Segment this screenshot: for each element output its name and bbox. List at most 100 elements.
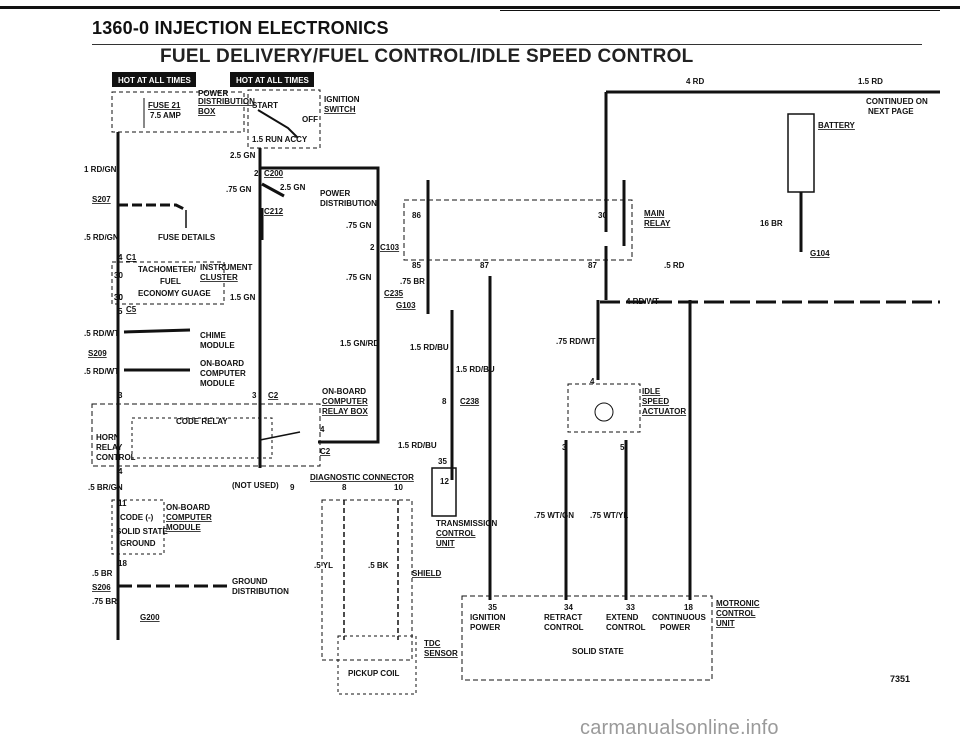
pin-4d: 4 [118,467,123,476]
label-control: CONTROL [96,453,136,462]
label-tdc-1: TDC [424,639,441,648]
label-pin34: 34 [564,603,573,612]
pin-8b: 8 [442,397,447,406]
header-rule-thin [500,10,940,11]
label-s206: S206 [92,583,111,592]
label-g104: G104 [810,249,830,258]
label-instrument: INSTRUMENT [200,263,253,272]
pin-3: 3 [118,391,123,400]
label-idle: IDLE [642,387,661,396]
label-c235: C235 [384,289,404,298]
label-diag: DIAGNOSTIC CONNECTOR [310,473,414,482]
label-speed: SPEED [642,397,669,406]
label-solid: SOLID STATE [116,527,168,536]
label-obc-mod-2: COMPUTER [166,513,212,522]
watermark-text: carmanualsonline.info [580,717,779,739]
label-c2: C2 [268,391,279,400]
label-ret-2: CONTROL [544,623,584,632]
pin-4: 4 [118,253,123,262]
label-pickup: PICKUP COIL [348,669,400,678]
label-power: POWER [198,89,228,98]
label-br16: 16 BR [760,219,783,228]
label-module: MODULE [200,341,235,350]
label-c200: C200 [264,169,284,178]
label-rdwt75: .75 RD/WT [556,337,596,346]
pin-2b: 2 [370,243,375,252]
label-rdwt-2: .5 RD/WT [84,367,119,376]
label-battery: BATTERY [818,121,856,130]
pin-5: 5 [118,307,123,316]
pin-35: 35 [438,457,447,466]
label-s207: S207 [92,195,111,204]
label-15rdbu: 1.5 RD/BU [410,343,449,352]
label-pin35: 35 [488,603,497,612]
label-actuator: ACTUATOR [642,407,686,416]
label-trans-2: CONTROL [436,529,476,538]
label-bk5: .5 BK [368,561,389,570]
header-rule [0,6,960,9]
label-main: MAIN [644,209,665,218]
pin-30d: 30 [114,293,123,302]
label-tdc-2: SENSOR [424,649,458,658]
label-c1: C1 [126,253,137,262]
label-ret-1: RETRACT [544,613,582,622]
label-wtgn: .75 WT/GN [534,511,574,520]
label-motronic-1: MOTRONIC [716,599,760,608]
pin-10: 10 [394,483,403,492]
label-yl5: .5 YL [314,561,333,570]
label-cont-2: NEXT PAGE [868,107,914,116]
label-horn: HORN [96,433,120,442]
label-trans-3: UNIT [436,539,455,548]
label-trans-1: TRANSMISSION [436,519,498,528]
pin-30: 30 [114,271,123,280]
label-econ: ECONOMY GUAGE [138,289,211,298]
pin-3c: 3 [562,443,567,452]
pin-18: 18 [118,559,127,568]
label-motronic-3: UNIT [716,619,735,628]
badge-hot-left: HOT AT ALL TIMES [118,76,192,85]
label-15rd: 1.5 RD [858,77,883,86]
label-con-2: POWER [660,623,690,632]
pin-12: 12 [440,477,449,486]
label-relay: RELAY [96,443,123,452]
label-25gn-2: 2.5 GN [280,183,306,192]
label-rdwt: .5 RD/WT [84,329,119,338]
badge-hot-right: HOT AT ALL TIMES [236,76,310,85]
label-c103: C103 [380,243,400,252]
label-fuse: FUSE 21 [148,101,181,110]
label-obc-relay-3: RELAY BOX [322,407,368,416]
label-ign-pow-2: POWER [470,623,500,632]
diagram-title: FUEL DELIVERY/FUEL CONTROL/IDLE SPEED CO… [160,46,694,67]
section-title: 1360-0 INJECTION ELECTRONICS [92,18,389,38]
page-number: 7351 [889,674,910,684]
pin-30c: 30 [114,293,123,302]
label-relay: RELAY [644,219,671,228]
label-25gn: 2.5 GN [230,151,256,160]
pin-85: 85 [412,261,421,270]
label-code-relay: CODE RELAY [176,417,228,426]
label-obc-mod-3: MODULE [166,523,201,532]
label-brgn: .5 BR/GN [88,483,123,492]
label-off: OFF [302,115,318,124]
label-module-2: MODULE [200,379,235,388]
pin-2: 2 [254,169,259,178]
pin-5b: 5 [620,443,625,452]
label-c5: C5 [126,305,137,314]
label-distribution: DISTRIBUTION [320,199,377,208]
label-obc-relay-1: ON-BOARD [322,387,366,396]
label-75gn: .75 GN [226,185,252,194]
label-pin33: 33 [626,603,635,612]
label-rdgn: 1 RD/GN [84,165,117,174]
label-c2b: C2 [320,447,331,456]
label-ext-2: CONTROL [606,623,646,632]
label-run: 1.5 RUN ACCY [252,135,308,144]
label-cont-1: CONTINUED ON [866,97,928,106]
pin-4c: 4 [590,377,595,386]
pin-11: 11 [118,499,127,508]
pin-87b: 87 [588,261,597,270]
label-15rdbu-3: 1.5 RD/BU [398,441,437,450]
label-15rdbu-2: 1.5 RD/BU [456,365,495,374]
label-br5: .5 BR [92,569,113,578]
label-4rd: 4 RD [686,77,704,86]
pin-8: 8 [342,483,347,492]
